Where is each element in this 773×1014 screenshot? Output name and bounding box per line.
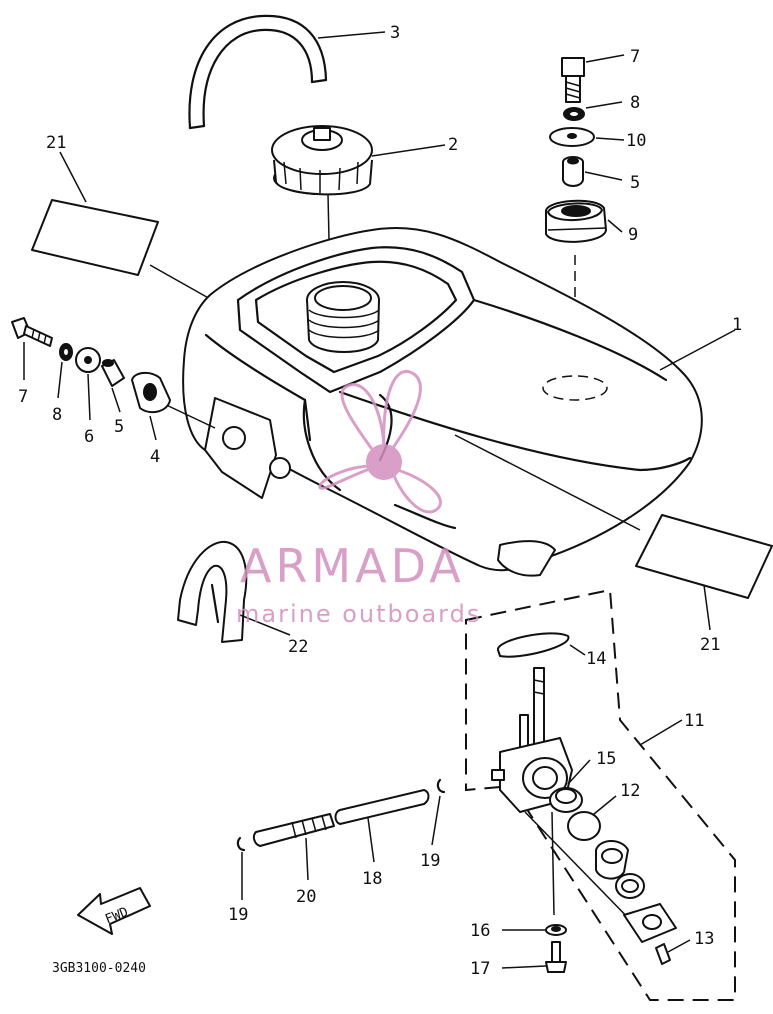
callout-8-left: 8 xyxy=(52,405,62,425)
armada-watermark: ARMADA marine outboards xyxy=(236,370,481,628)
screw-part-13 xyxy=(655,939,691,965)
callout-2: 2 xyxy=(448,135,458,155)
forward-arrow-icon: FWD xyxy=(77,887,151,935)
callout-5-left: 5 xyxy=(114,417,124,437)
callout-1: 1 xyxy=(732,315,742,335)
callout-3: 3 xyxy=(390,23,400,43)
callout-4: 4 xyxy=(150,447,160,467)
callout-14: 14 xyxy=(586,649,606,669)
callout-labels: 3 2 7 8 10 5 9 1 21 7 8 6 5 4 22 21 14 1… xyxy=(18,23,742,979)
o-ring-part-12 xyxy=(567,795,617,841)
watermark-brand: ARMADA xyxy=(240,539,465,593)
diagram-code: 3GB3100-0240 xyxy=(52,961,146,976)
fuel-hose-part-18 xyxy=(334,789,430,863)
callout-12: 12 xyxy=(620,781,640,801)
callout-16: 16 xyxy=(470,921,490,941)
filter-cup-part-15 xyxy=(549,759,591,813)
propeller-logo-icon xyxy=(318,370,442,514)
fuel-cock-assembly-boundary xyxy=(465,588,736,1001)
washer-part-16 xyxy=(502,924,567,936)
gasket-part-14 xyxy=(497,632,586,658)
callout-9: 9 xyxy=(628,225,638,245)
callout-21-left: 21 xyxy=(46,133,66,153)
fuel-cap-part-2 xyxy=(271,125,446,286)
callout-17: 17 xyxy=(470,959,490,979)
decal-part-21-right xyxy=(635,514,773,631)
upper-mount-stack xyxy=(545,54,625,385)
fuel-tank-part-1 xyxy=(159,226,736,577)
callout-22: 22 xyxy=(288,637,308,657)
left-mount-hardware xyxy=(11,317,171,441)
callout-10: 10 xyxy=(626,131,646,151)
callout-6: 6 xyxy=(84,427,94,447)
hose-clips-part-19 xyxy=(236,778,446,900)
fuel-cock-lever-seal xyxy=(595,840,677,943)
callout-7-left: 7 xyxy=(18,387,28,407)
callout-8-top: 8 xyxy=(630,93,640,113)
screw-part-17 xyxy=(501,941,567,973)
callout-21-right: 21 xyxy=(700,635,720,655)
callout-18: 18 xyxy=(362,869,382,889)
callout-20: 20 xyxy=(296,887,316,907)
breather-hose-part-3 xyxy=(188,14,386,130)
callout-13: 13 xyxy=(694,929,714,949)
hose-joint-part-20 xyxy=(252,813,335,881)
decal-part-21-left xyxy=(31,151,213,301)
callout-19-left: 19 xyxy=(228,905,248,925)
watermark-tagline: marine outboards xyxy=(236,600,481,628)
callout-5-top: 5 xyxy=(630,173,640,193)
callout-15: 15 xyxy=(596,749,616,769)
hose-holder-part-22 xyxy=(177,540,291,643)
callout-7-top: 7 xyxy=(630,47,640,67)
callout-11: 11 xyxy=(684,711,704,731)
callout-19-right: 19 xyxy=(420,851,440,871)
